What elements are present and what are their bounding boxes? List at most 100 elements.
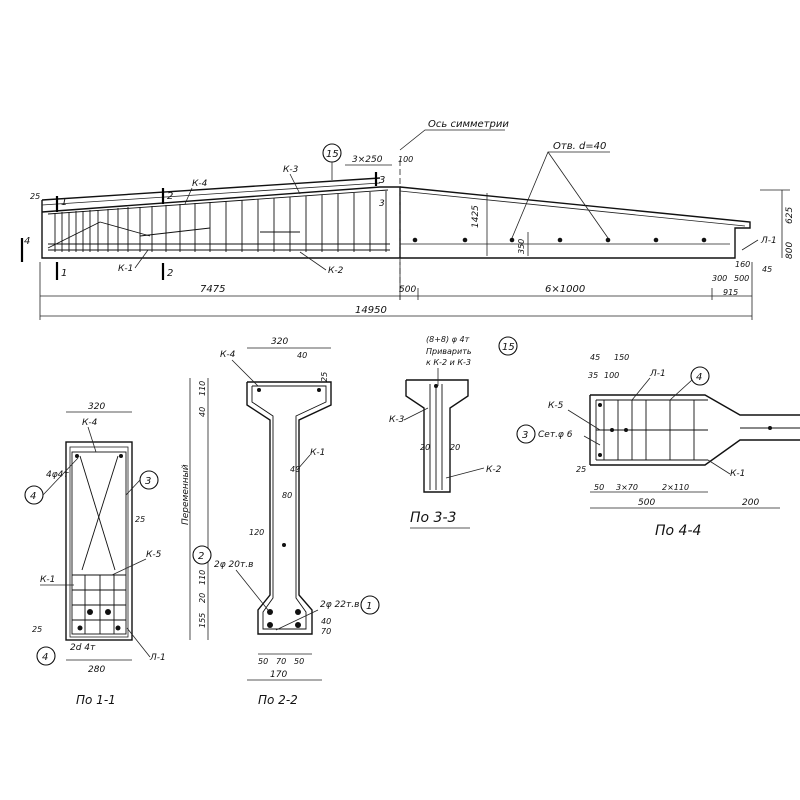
s44-dim-45: 45 (590, 353, 600, 362)
s44-dim-50: 50 (594, 483, 604, 492)
s11-label-k5: К-5 (146, 550, 162, 560)
dim-300: 300 (712, 274, 727, 283)
s22-dim-110b: 110 (198, 570, 207, 585)
s22-dim-bot-50a: 50 (258, 657, 268, 666)
s11-dim-320: 320 (88, 402, 105, 412)
s33-note-line1: (8+8) φ 4т (426, 335, 470, 344)
s22-dim-bot-50b: 50 (294, 657, 304, 666)
s44-label-k5: К-5 (548, 401, 564, 411)
s33-dim-20b: 20 (450, 443, 460, 452)
s22-dim-20: 20 (198, 593, 207, 603)
s22-dim-25: 25 (320, 372, 329, 382)
s33-note-line3: к К-2 и К-3 (426, 358, 471, 367)
s22-dim-110: 110 (198, 381, 207, 396)
s44-dim-150: 150 (614, 353, 629, 362)
dim-1425: 1425 (471, 205, 481, 228)
s33-callout-15: 15 (502, 342, 515, 353)
section-mark-2-top: 2 (167, 191, 173, 202)
hole-label: Отв. d=40 (553, 141, 606, 152)
s44-callout-3: 3 (522, 430, 528, 441)
s22-label-k4: К-4 (220, 350, 236, 360)
dim-14950: 14950 (355, 305, 387, 316)
s11-title: По 1-1 (76, 693, 116, 707)
main-elevation: Ось симметрии Отв. d=40 3×250 100 15 142… (20, 119, 795, 320)
s22-callout-2: 2 (198, 551, 204, 562)
s22-note-2d20: 2φ 20т.в (214, 560, 253, 570)
s22-note-2d22: 2φ 22т.в (320, 600, 359, 610)
s22-dim-40d: 40 (321, 617, 331, 626)
s44-dim-200: 200 (742, 498, 759, 508)
s33-label-k2: К-2 (486, 465, 502, 475)
dim-625: 625 (785, 207, 795, 224)
s44-callout-4: 4 (696, 372, 702, 383)
label-k4: К-4 (192, 179, 208, 189)
s44-note-6: Сет.φ 6 (538, 430, 573, 440)
s22-dim-80: 80 (282, 491, 292, 500)
holes (412, 237, 707, 243)
s22-dim-120: 120 (249, 528, 264, 537)
s22-dim-40c: 40 (290, 465, 300, 474)
s33-label-k3: К-3 (389, 415, 405, 425)
s11-callout-3: 3 (145, 476, 151, 487)
section-1-1: 320 К-4 280 25 25 К-1 К-5 Л-1 4φ4т 4 3 4… (24, 402, 166, 707)
s44-dim-500: 500 (638, 498, 655, 508)
s11-label-k4: К-4 (82, 418, 98, 428)
s22-dim-70: 70 (321, 627, 331, 636)
s22-dim-40b: 40 (198, 407, 207, 417)
label-k1: К-1 (118, 264, 133, 274)
s11-callout-4b: 4 (42, 652, 48, 663)
axis-label: Ось симметрии (428, 119, 509, 130)
dim-100-top: 100 (398, 155, 413, 164)
s33-dim-20a: 20 (420, 443, 430, 452)
s22-title: По 2-2 (258, 693, 298, 707)
s44-title: По 4-4 (655, 523, 701, 539)
dim-3x250: 3×250 (352, 155, 383, 165)
dim-800: 800 (785, 242, 795, 259)
s22-dim-320: 320 (271, 337, 288, 347)
section-mark-3-top: 3 (379, 175, 385, 186)
s11-dim-25b: 25 (135, 515, 145, 524)
s11-dim-280: 280 (88, 665, 105, 675)
s44-dim-3x70: 3×70 (616, 483, 638, 492)
section-2-2: 320 40 25 К-4 Переменный 110 40 110 20 1… (181, 337, 380, 707)
s44-label-l1: Л-1 (649, 369, 666, 379)
dim-500: 500 (399, 285, 416, 295)
s22-dim-170: 170 (270, 670, 287, 680)
section-3-3: (8+8) φ 4т Приварить к К-2 и К-3 15 К-3 … (389, 335, 518, 529)
label-l1: Л-1 (760, 236, 777, 246)
s22-label-k1: К-1 (310, 448, 325, 458)
s22-callout-1: 1 (366, 601, 372, 612)
s44-label-k1: К-1 (730, 469, 745, 479)
stirrups (54, 191, 387, 252)
s22-dim-40: 40 (297, 351, 307, 360)
dim-350: 350 (517, 239, 526, 254)
s22-dim-155: 155 (198, 613, 207, 628)
dim-160: 160 (735, 260, 750, 269)
dim-7475: 7475 (200, 284, 225, 295)
label-k2: К-2 (328, 266, 344, 276)
dim-500-right: 500 (734, 274, 749, 283)
section-mark-1-bottom: 1 (61, 268, 67, 279)
s11-note-2d4: 2d 4т (70, 643, 96, 653)
section-4-4: 45 150 35 100 Л-1 4 К-5 3 Сет.φ 6 25 К-1… (516, 353, 800, 539)
s33-title: По 3-3 (410, 510, 456, 526)
s22-dim-bot-70: 70 (276, 657, 286, 666)
s11-callout-4a: 4 (30, 491, 36, 502)
s11-note-4d4: 4φ4т (46, 470, 69, 480)
section-mark-1-top: 1 (61, 197, 67, 208)
dim-45: 45 (762, 265, 772, 274)
s44-dim-35: 35 (588, 371, 598, 380)
section-mark-3-bottom: 3 (379, 199, 385, 209)
s33-note-line2: Приварить (426, 347, 472, 356)
s44-dim-2x110: 2×110 (662, 483, 689, 492)
s22-vertical-note: Переменный (181, 464, 191, 525)
dim-25-left: 25 (30, 192, 40, 201)
callout-15: 15 (326, 149, 339, 160)
section-mark-2-bottom: 2 (167, 268, 173, 279)
s11-label-k1: К-1 (40, 575, 55, 585)
label-k3: К-3 (283, 165, 299, 175)
section-mark-4: 4 (24, 236, 30, 247)
dim-6x1000: 6×1000 (545, 284, 585, 295)
s11-dim-25a: 25 (32, 625, 42, 634)
